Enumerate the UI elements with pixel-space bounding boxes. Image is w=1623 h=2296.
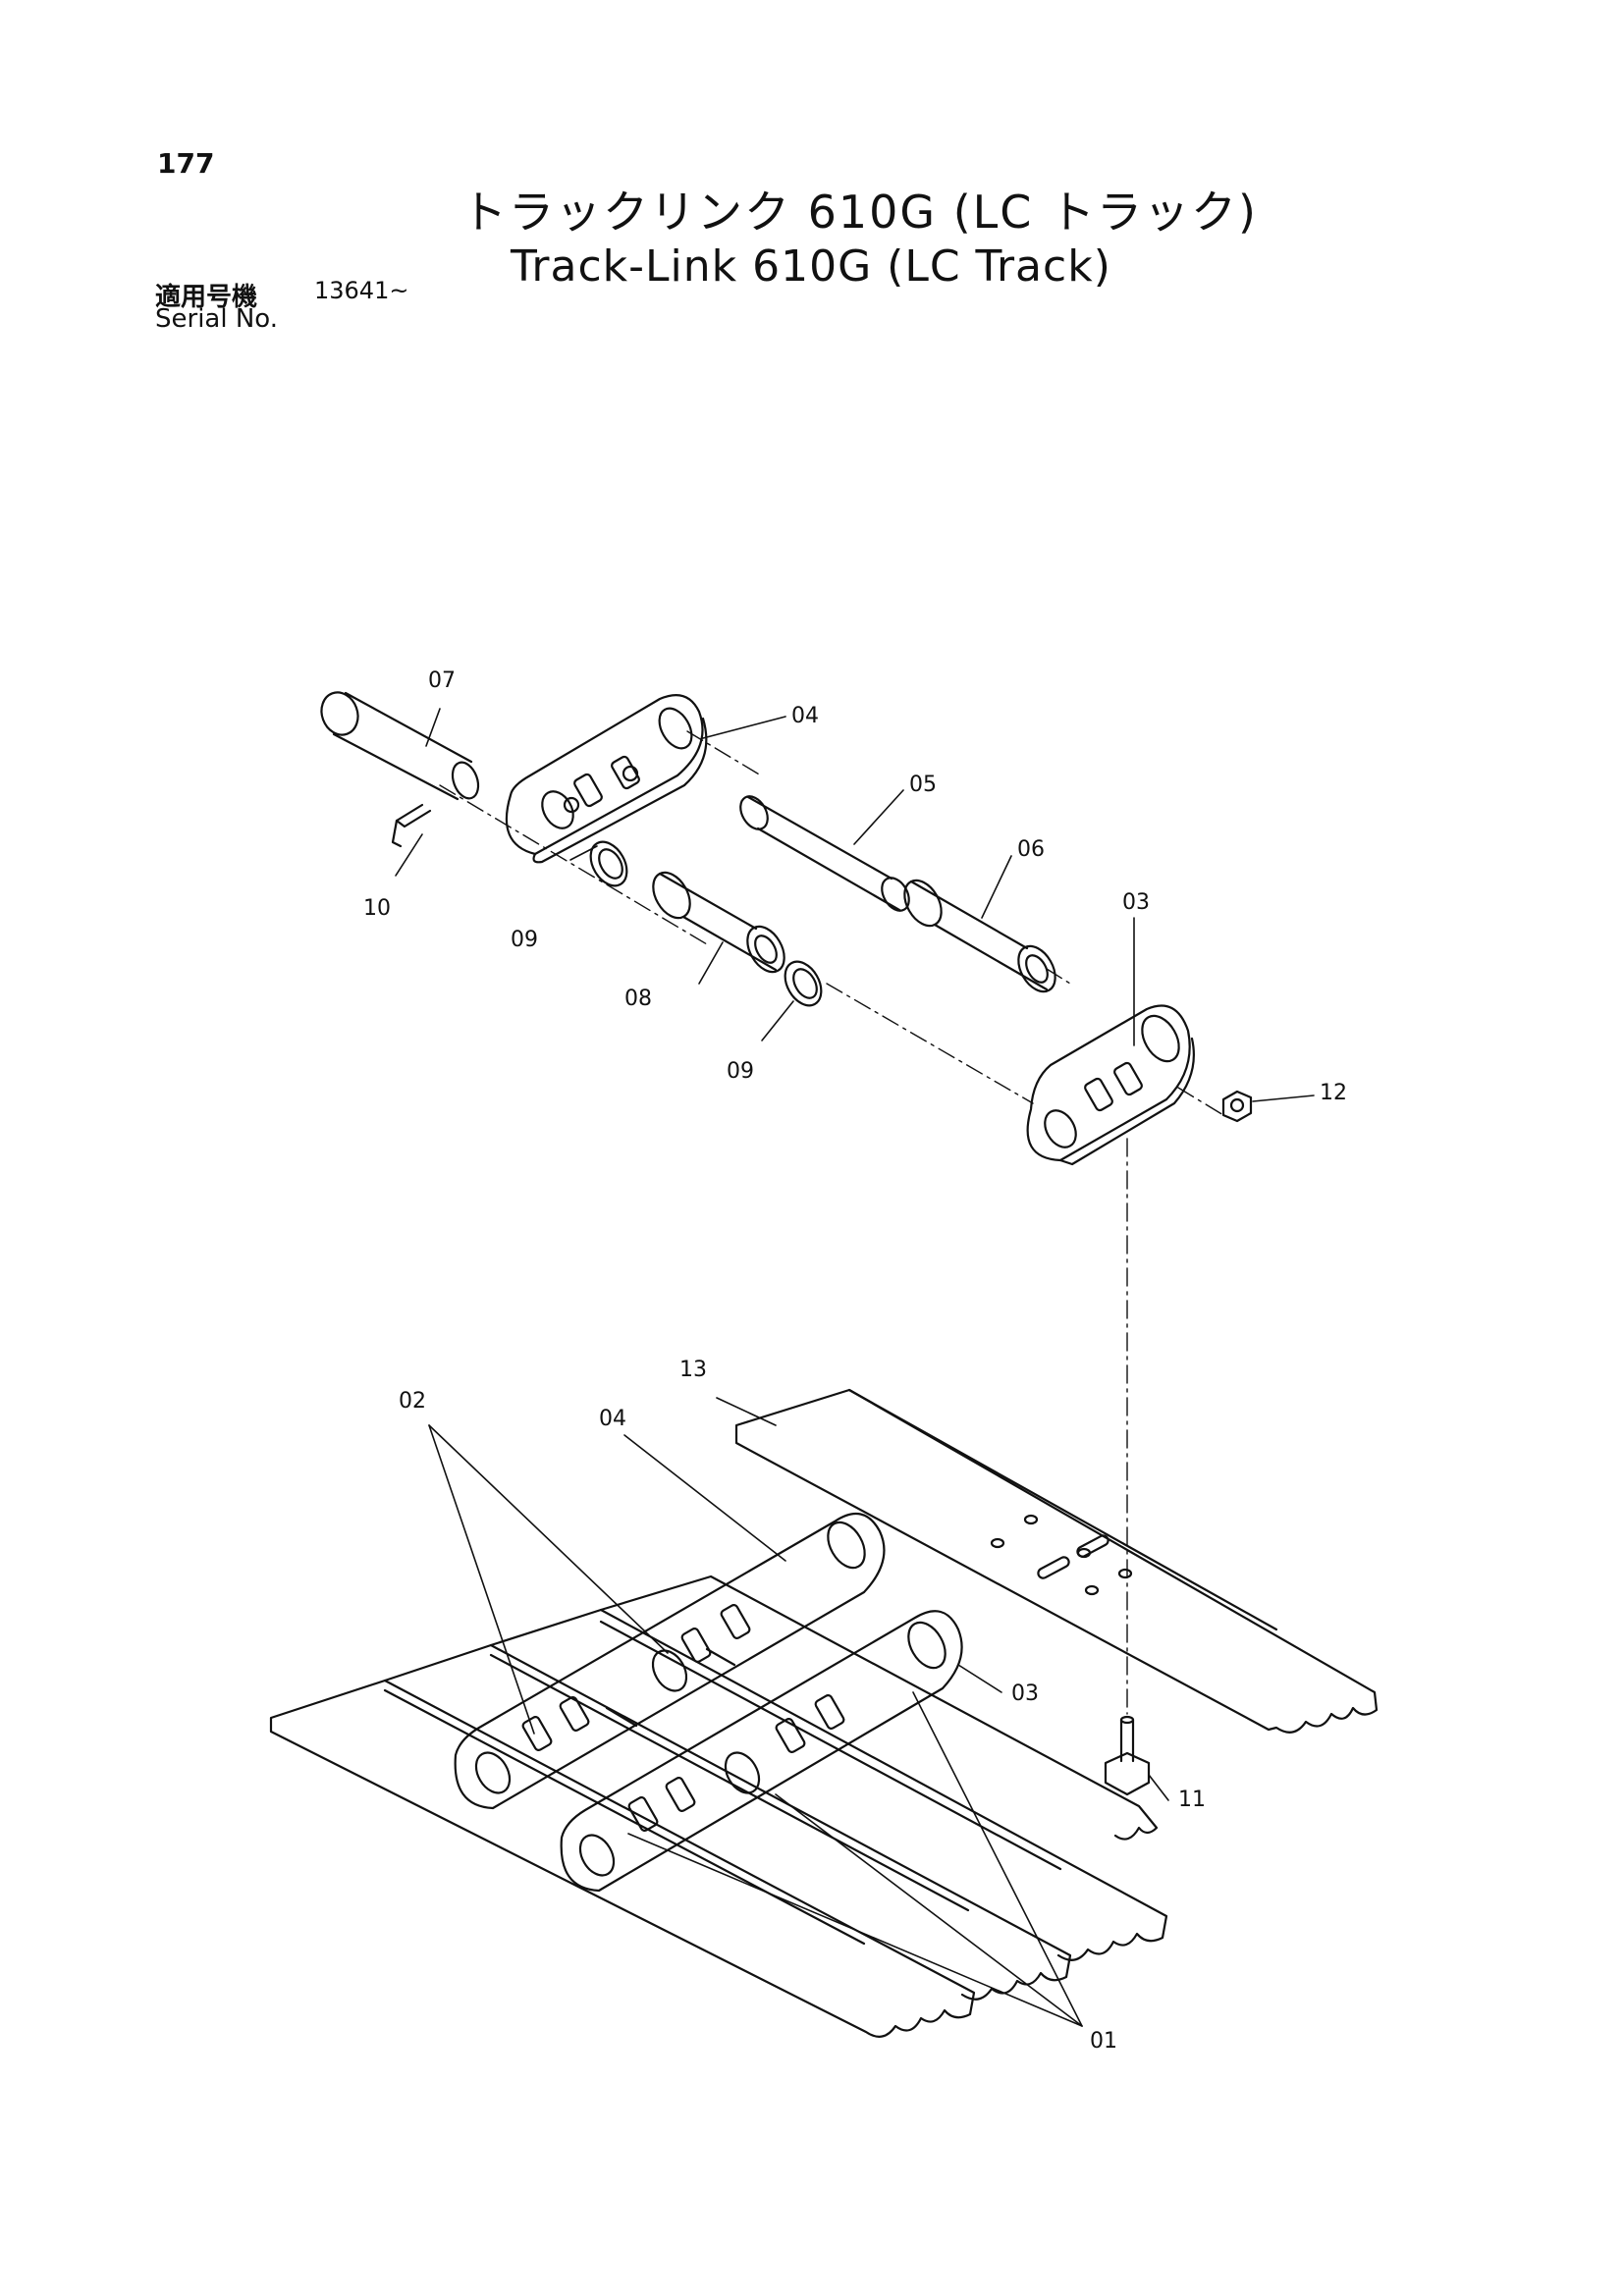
leader-lines (395, 708, 1315, 2027)
title-english: Track-Link 610G (LC Track) (511, 241, 1111, 292)
serial-number-value: 13641~ (314, 277, 409, 304)
callout-02: 02 (399, 1389, 426, 1414)
callout-05: 05 (909, 773, 937, 797)
link-chain-assembly (454, 1512, 963, 1893)
seal-part-09-a (589, 840, 628, 887)
callout-09-a: 09 (511, 928, 538, 952)
callout-07: 07 (428, 668, 456, 693)
callout-08: 08 (624, 987, 652, 1011)
bushing-part-06 (903, 879, 1056, 993)
serial-label-japanese: 適用号機 (155, 283, 258, 312)
callout-10: 10 (363, 896, 391, 921)
callout-06: 06 (1017, 837, 1045, 862)
bolt-part-11 (1104, 1715, 1151, 1796)
callout-09-b: 09 (727, 1059, 754, 1084)
callout-03-top: 03 (1122, 890, 1150, 915)
link-part-03-top (1026, 1004, 1195, 1166)
seal-part-09-b (784, 960, 823, 1007)
serial-label-english: Serial No. (155, 304, 278, 334)
center-lines (439, 730, 1224, 1715)
pin-part-07 (320, 691, 480, 801)
callout-13: 13 (679, 1358, 707, 1382)
shoe-plate-part-13 (734, 1388, 1379, 1734)
callout-11: 11 (1178, 1788, 1206, 1812)
track-shoe-assembly (269, 1575, 1168, 2038)
page-number: 177 (157, 147, 215, 180)
callout-12: 12 (1320, 1081, 1347, 1105)
title-japanese: トラックリンク 610G (LC トラック) (461, 186, 1258, 239)
callout-01: 01 (1090, 2029, 1117, 2054)
pin-part-05 (739, 795, 910, 912)
callout-04-bottom: 04 (599, 1407, 626, 1431)
nut-part-12 (1221, 1090, 1253, 1123)
cotter-part-10 (391, 803, 432, 848)
callout-03-bottom: 03 (1011, 1682, 1039, 1706)
callout-04-top: 04 (791, 704, 819, 728)
link-part-04-top (505, 694, 708, 864)
bushing-part-08 (652, 871, 785, 974)
